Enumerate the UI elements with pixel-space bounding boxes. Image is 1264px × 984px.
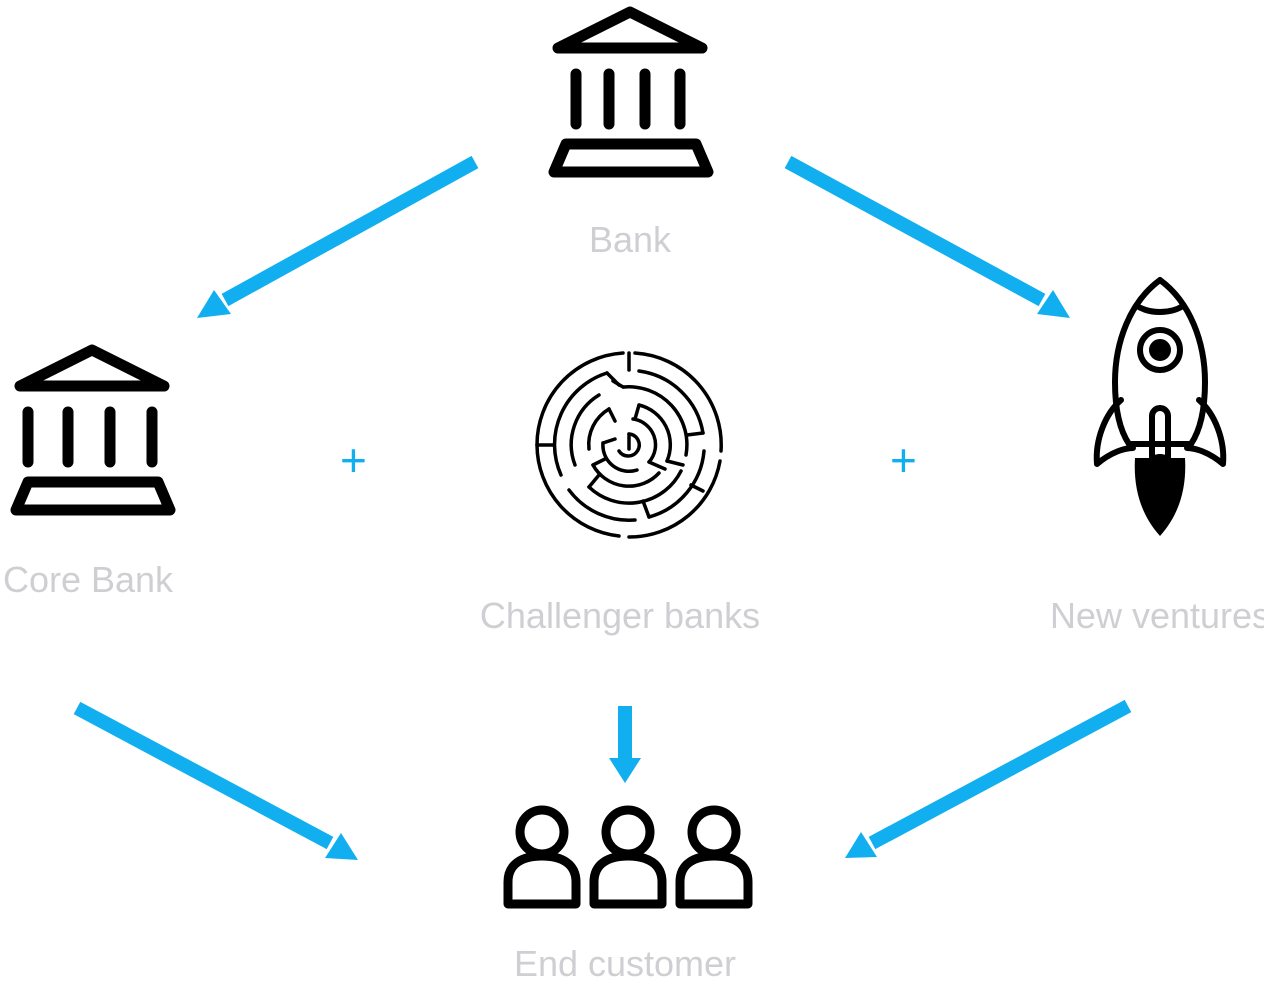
- core-bank-label: Core Bank: [2, 559, 174, 600]
- rocket-icon: [1093, 277, 1227, 536]
- arrow-challenger-to-customer-head: [609, 758, 641, 783]
- maze-icon: [535, 351, 723, 539]
- arrow-core-to-customer: [73, 701, 334, 850]
- new-ventures-label: New ventures: [1049, 595, 1264, 636]
- plus-sign-left: +: [340, 434, 367, 486]
- arrow-bank-to-core-head: [197, 290, 231, 318]
- arrow-bank-to-ventures: [784, 155, 1046, 307]
- end-customer-label: End customer: [513, 943, 737, 984]
- users-icon: [503, 805, 753, 909]
- plus-sign-right: +: [890, 434, 917, 486]
- arrow-ventures-to-customer-head: [845, 832, 877, 858]
- challenger-banks-label: Challenger banks: [479, 595, 761, 636]
- arrow-bank-to-ventures-head: [1037, 290, 1070, 318]
- bank-label: Bank: [588, 219, 672, 260]
- core-bank-icon: [10, 344, 176, 516]
- bank-icon: [548, 6, 714, 178]
- arrow-ventures-to-customer: [868, 699, 1132, 850]
- arrow-core-to-customer-head: [325, 833, 358, 860]
- arrow-bank-to-core: [221, 155, 479, 307]
